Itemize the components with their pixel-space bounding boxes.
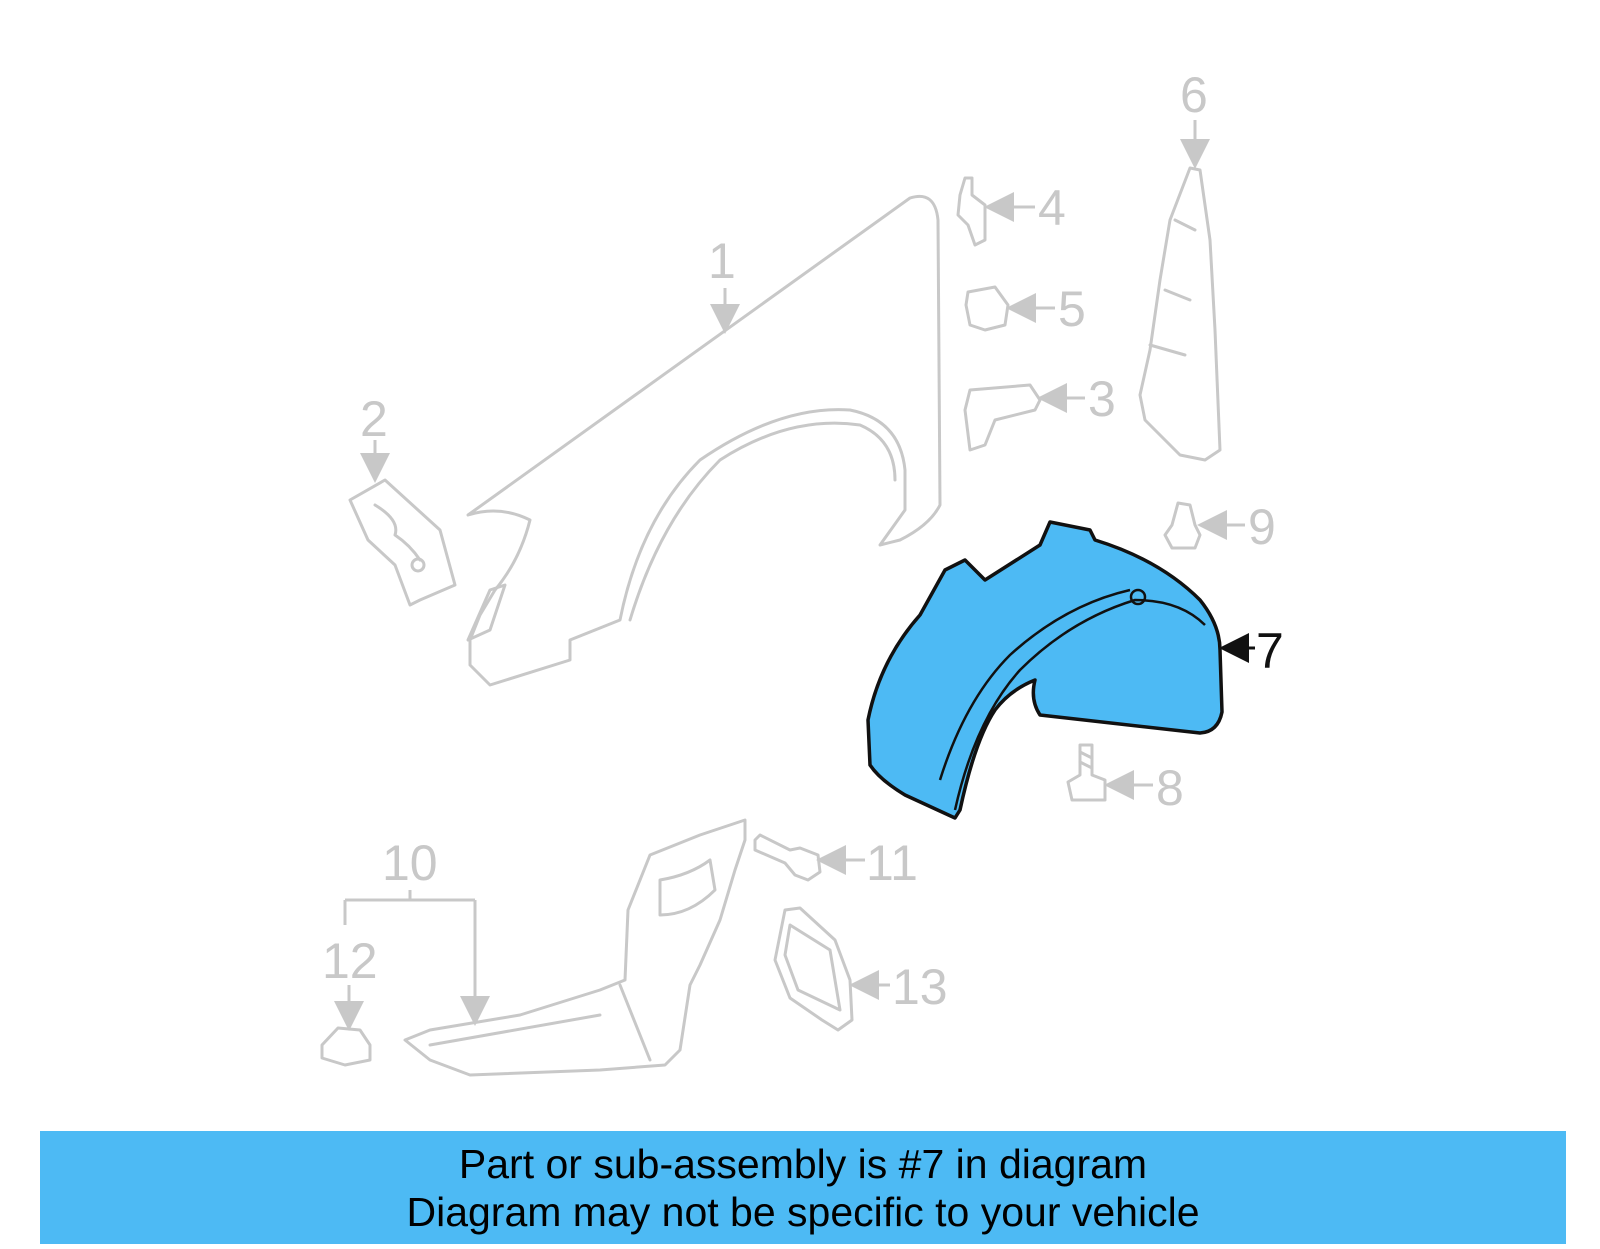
callout-6: 6 <box>1180 67 1208 123</box>
callout-11: 11 <box>866 835 918 891</box>
callout-7: 7 <box>1256 623 1284 679</box>
callout-10: 10 <box>382 835 438 891</box>
callout-3: 3 <box>1088 371 1116 427</box>
part-3-bracket <box>963 383 1042 452</box>
callout-4: 4 <box>1038 180 1066 236</box>
banner-line-disclaimer: Diagram may not be specific to your vehi… <box>406 1188 1200 1235</box>
parts-diagram: 1 2 3 4 5 6 7 8 <box>320 67 1284 1077</box>
callout-1: 1 <box>708 233 736 289</box>
part-4-clip <box>956 176 987 247</box>
callout-8: 8 <box>1156 760 1184 816</box>
part-11-screw <box>753 833 822 882</box>
callout-12: 12 <box>322 933 378 989</box>
part-9-push-clip <box>1163 501 1202 550</box>
callout-9: 9 <box>1248 499 1276 555</box>
banner-line-part-number: Part or sub-assembly is #7 in diagram <box>458 1140 1148 1187</box>
part-8-bolt <box>1066 743 1107 802</box>
part-2-bracket <box>348 478 457 607</box>
part-7-fender-liner <box>866 520 1224 820</box>
leader-10 <box>345 890 475 902</box>
part-12-clip <box>320 1026 372 1067</box>
info-banner: Part or sub-assembly is #7 in diagram Di… <box>40 1131 1566 1244</box>
callout-2: 2 <box>360 391 388 447</box>
callout-5: 5 <box>1058 281 1086 337</box>
part-6-trim-panel <box>1138 166 1222 462</box>
part-13-access-panel <box>773 906 854 1032</box>
part-10-splash-shield <box>403 818 747 1077</box>
callout-13: 13 <box>892 959 948 1015</box>
part-5-nut <box>964 285 1010 332</box>
part-1-fender <box>466 194 942 687</box>
